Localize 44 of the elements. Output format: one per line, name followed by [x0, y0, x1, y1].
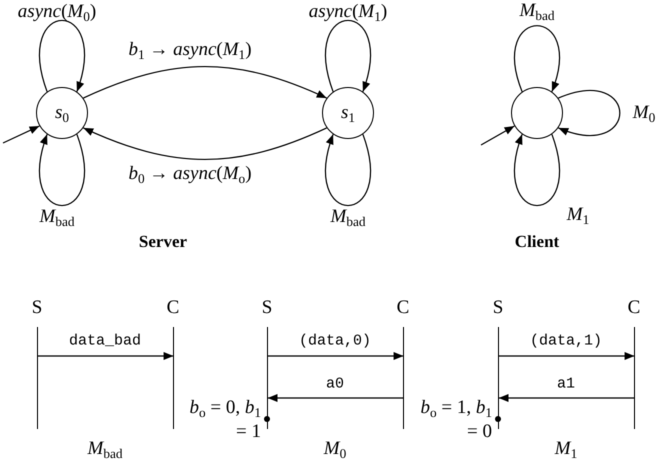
transition-arrow	[83, 127, 327, 160]
message-arrow	[268, 394, 404, 402]
message-caption: M$_{bad}$	[87, 438, 123, 460]
state-circle	[322, 87, 374, 139]
variable-assignment: b$_{o}$ = 0, b$_{1}$ = 1	[188, 396, 261, 444]
message-arrow	[498, 394, 635, 402]
participant-label: S	[262, 297, 272, 319]
transition-arrow	[2, 125, 40, 144]
message-caption: M$_{0}$	[324, 438, 346, 460]
transition-label: M$_{bad}$	[38, 206, 76, 228]
self-loop-arrow	[514, 25, 560, 92]
participant-label: C	[628, 297, 640, 319]
transition-label: b$_{0}$ → async(M$_{o}$)	[127, 163, 253, 185]
transition-label: async(M$_{1}$)	[308, 1, 388, 23]
transition-label: b$_{1}$ → async(M$_{1}$)	[127, 39, 253, 61]
transition-arrow	[83, 66, 327, 99]
self-loop-arrow	[514, 134, 560, 206]
participant-label: S	[492, 297, 504, 319]
transition-label: M$_{1}$	[566, 204, 590, 226]
transition-label: async(M$_{0}$)	[16, 1, 98, 23]
state-label: s$_{1}$	[340, 102, 356, 124]
transition-label: M$_{0}$	[632, 102, 656, 124]
self-loop-arrow	[39, 20, 85, 92]
state-label: s$_{0}$	[54, 102, 70, 124]
variable-assignment: b$_{o}$ = 1, b$_{1}$ = 0	[419, 396, 492, 444]
self-loop-arrow	[558, 90, 620, 136]
state-circle	[36, 87, 88, 139]
participant-label: C	[396, 297, 410, 319]
diagram-caption: Client	[514, 232, 560, 252]
participant-label: C	[166, 297, 180, 319]
message-label: data_bad	[67, 332, 143, 350]
message-arrow	[38, 352, 174, 360]
message-arrow	[498, 352, 635, 360]
transition-arrow	[480, 125, 515, 146]
state-circle	[511, 87, 563, 139]
diagram-caption: Server	[138, 232, 188, 252]
transition-label: M$_{bad}$	[329, 206, 367, 228]
self-loop-arrow	[325, 134, 371, 206]
message-arrow	[268, 352, 404, 360]
transition-label: M$_{bad}$	[518, 0, 556, 22]
self-loop-arrow	[325, 20, 371, 92]
self-loop-arrow	[39, 134, 85, 206]
message-caption: M$_{1}$	[554, 438, 578, 460]
participant-label: S	[32, 297, 42, 319]
